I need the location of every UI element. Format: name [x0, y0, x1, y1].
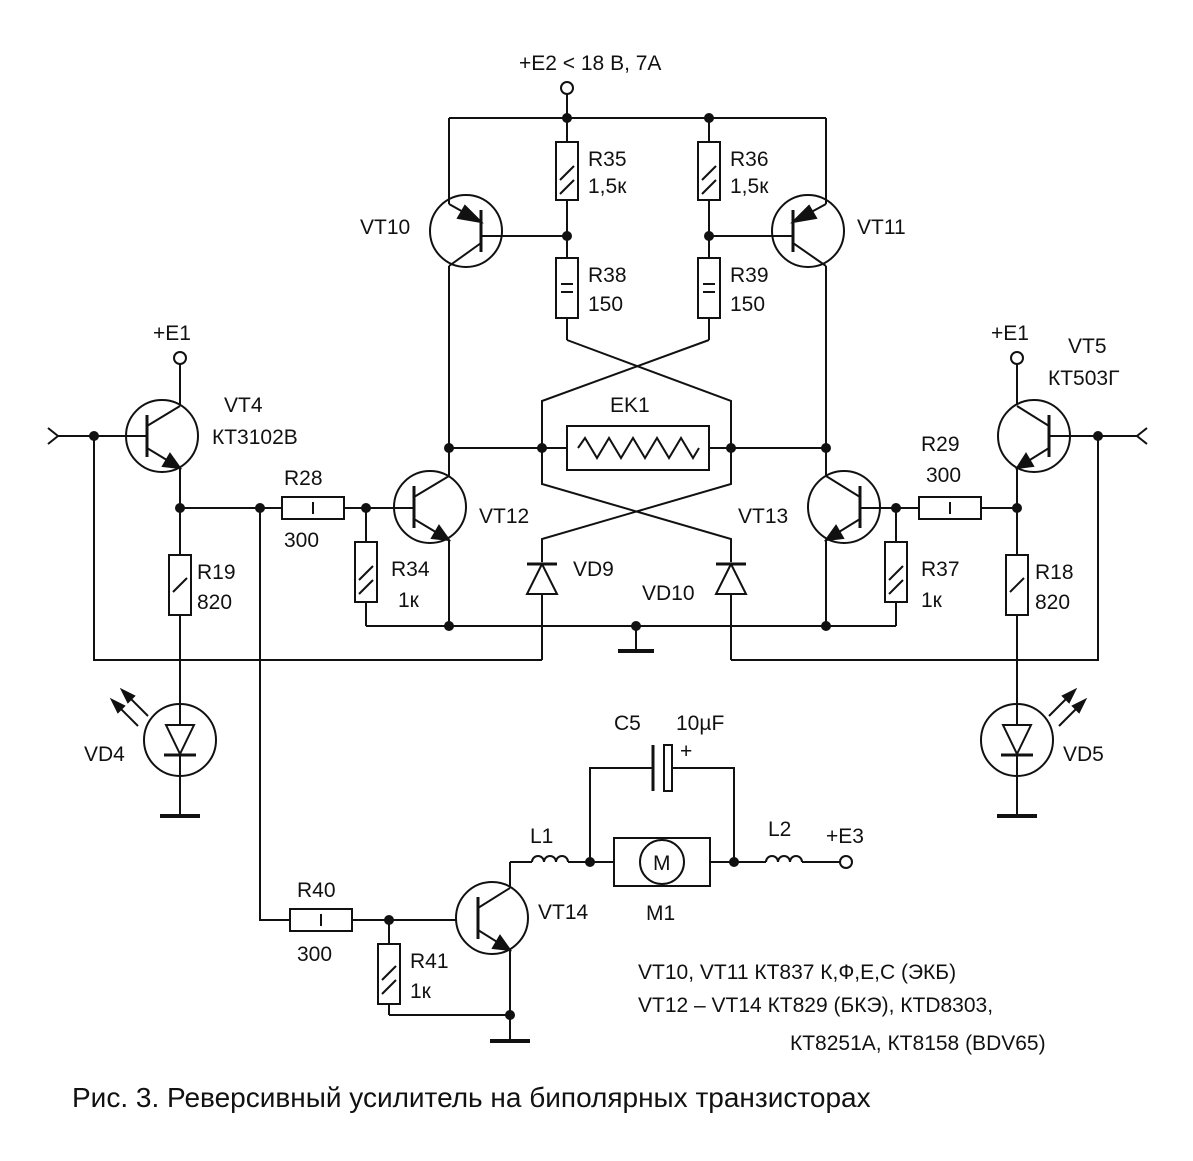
input-loop-left — [93, 436, 542, 661]
svg-text:150: 150 — [588, 293, 623, 316]
svg-text:300: 300 — [297, 943, 332, 966]
svg-text:VT10: VT10 — [360, 216, 410, 239]
transistor-vt13: VT13 — [738, 448, 896, 626]
svg-text:+: + — [680, 740, 692, 763]
note-line: КТ8251А, КТ8158 (BDV65) — [790, 1032, 1046, 1055]
svg-text:VD9: VD9 — [573, 558, 614, 581]
resistor-r36: R36 1,5к — [697, 118, 769, 236]
inductor-l2: L2 +E3 — [734, 818, 864, 869]
svg-text:R28: R28 — [284, 467, 323, 490]
svg-text:R37: R37 — [921, 558, 960, 581]
svg-text:R34: R34 — [391, 558, 430, 581]
svg-text:VT12: VT12 — [479, 505, 529, 528]
motor-m1: M M1 — [590, 837, 734, 925]
svg-text:M: M — [653, 852, 671, 875]
svg-text:VT4: VT4 — [224, 394, 263, 417]
transistor-vt4: +E1 VT4 КТ3102В — [47, 322, 298, 555]
svg-text:300: 300 — [926, 464, 961, 487]
svg-text:820: 820 — [197, 591, 232, 614]
svg-text:+E1: +E1 — [991, 322, 1029, 345]
resistor-r41: R41 1к — [377, 920, 510, 1016]
svg-text:VT5: VT5 — [1068, 335, 1107, 358]
svg-text:VT13: VT13 — [738, 505, 788, 528]
svg-text:C5: C5 — [614, 712, 641, 735]
transistor-vt14: VT14 — [455, 862, 589, 1043]
svg-text:R35: R35 — [588, 148, 627, 171]
svg-text:1,5к: 1,5к — [588, 175, 627, 198]
svg-text:R40: R40 — [297, 879, 336, 902]
svg-text:EK1: EK1 — [610, 394, 650, 417]
resistor-r18: R18 820 — [1005, 554, 1074, 700]
led-vd5: VD5 — [980, 687, 1104, 818]
svg-text:R39: R39 — [730, 264, 769, 287]
svg-text:M1: M1 — [646, 902, 675, 925]
transistor-vt10: VT10 — [360, 118, 567, 448]
e2-label: +E2 < 18 В, 7А — [519, 52, 661, 75]
drive-wire — [259, 508, 290, 921]
svg-text:VT11: VT11 — [857, 216, 906, 239]
resistor-r19: R19 820 — [168, 554, 236, 700]
transistor-vt5: +E1 VT5 КТ503Г — [991, 322, 1148, 555]
inductor-l1: L1 — [510, 825, 590, 863]
heater-ek1: EK1 — [449, 394, 826, 471]
supply-e2: +E2 < 18 В, 7А — [449, 52, 826, 123]
svg-text:1к: 1к — [921, 589, 943, 612]
resistor-r34: R34 1к — [354, 503, 430, 626]
note-line: VT12 – VT14 КТ829 (БКЭ), КТD8303, — [638, 994, 993, 1017]
svg-text:R19: R19 — [197, 561, 236, 584]
svg-text:+E3: +E3 — [826, 825, 864, 848]
svg-text:820: 820 — [1035, 591, 1070, 614]
svg-text:КТ3102В: КТ3102В — [212, 426, 298, 449]
input-loop-right — [731, 436, 1099, 661]
cross-wiring — [541, 339, 732, 562]
svg-text:КТ503Г: КТ503Г — [1048, 367, 1119, 390]
capacitor-c5: C5 10µF + — [589, 712, 735, 862]
resistor-r29: R29 300 — [896, 433, 1017, 520]
e1-left-terminal — [173, 351, 187, 365]
emitter-ground-rail — [366, 621, 896, 653]
transistor-vt11: VT11 — [709, 118, 906, 448]
led-vd4: VD4 — [84, 687, 217, 818]
svg-text:R29: R29 — [921, 433, 960, 456]
resistor-r37: R37 1к — [884, 503, 960, 626]
svg-text:VD10: VD10 — [642, 582, 695, 605]
svg-text:300: 300 — [284, 529, 319, 552]
resistor-r38: R38 150 — [555, 236, 627, 340]
svg-text:+E1: +E1 — [153, 322, 191, 345]
svg-text:1к: 1к — [410, 980, 432, 1003]
svg-text:R38: R38 — [588, 264, 627, 287]
svg-text:1,5к: 1,5к — [730, 175, 769, 198]
resistor-r35: R35 1,5к — [555, 118, 627, 236]
resistor-r39: R39 150 — [697, 236, 769, 340]
component-notes: VT10, VT11 КТ837 К,Ф,Е,С (ЭКБ) VT12 – VT… — [638, 961, 1046, 1055]
diode-vd9: VD9 — [525, 558, 614, 660]
e3-terminal — [839, 855, 853, 869]
svg-text:10µF: 10µF — [676, 712, 724, 735]
svg-text:VD5: VD5 — [1063, 743, 1104, 766]
svg-text:R18: R18 — [1035, 561, 1074, 584]
note-line: VT10, VT11 КТ837 К,Ф,Е,С (ЭКБ) — [638, 961, 956, 984]
svg-text:VD4: VD4 — [84, 743, 125, 766]
figure-caption: Рис. 3. Реверсивный усилитель на биполяр… — [72, 1082, 871, 1113]
svg-text:VT14: VT14 — [538, 901, 589, 924]
svg-text:150: 150 — [730, 293, 765, 316]
diode-vd10: VD10 — [642, 561, 748, 660]
e2-terminal — [560, 81, 574, 95]
transistor-vt12: VT12 — [366, 448, 529, 626]
resistor-r28: R28 300 — [180, 467, 366, 552]
svg-text:R36: R36 — [730, 148, 769, 171]
e1-right-terminal — [1010, 351, 1024, 365]
svg-text:R41: R41 — [410, 950, 449, 973]
svg-text:L2: L2 — [768, 818, 791, 841]
svg-text:L1: L1 — [530, 825, 553, 848]
svg-text:1к: 1к — [398, 589, 420, 612]
